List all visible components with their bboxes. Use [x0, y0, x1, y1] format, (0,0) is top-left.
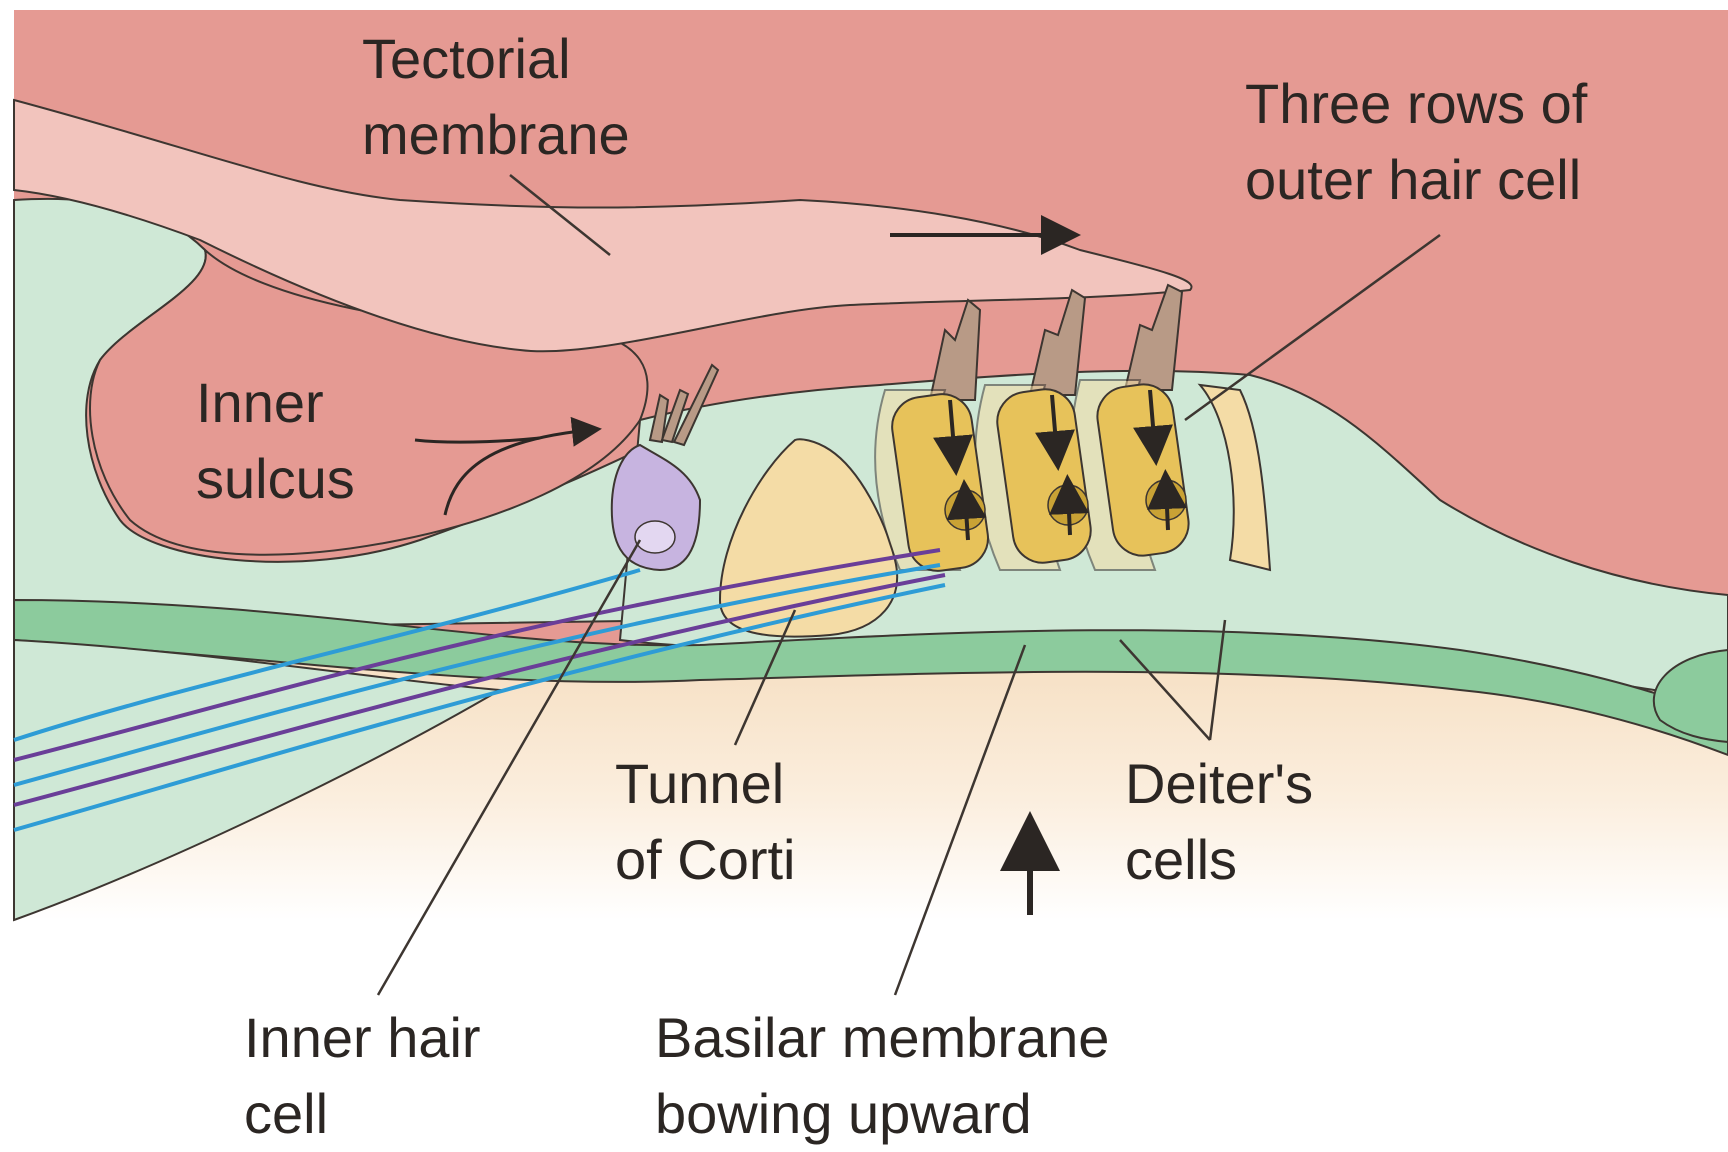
- label-tunnel-of-corti: Tunnel of Corti: [615, 746, 796, 898]
- outer-hair-cells: [888, 381, 1192, 575]
- label-outer-hair-cells: Three rows of outer hair cell: [1245, 66, 1587, 218]
- label-deiters-cells: Deiter's cells: [1125, 746, 1313, 898]
- label-inner-hair-cell: Inner hair cell: [244, 1000, 481, 1152]
- label-tectorial-membrane: Tectorial membrane: [362, 21, 630, 173]
- inner-hair-cell-nucleus: [635, 521, 675, 553]
- label-inner-sulcus: Inner sulcus: [196, 365, 355, 517]
- label-basilar-membrane: Basilar membrane bowing upward: [655, 1000, 1109, 1152]
